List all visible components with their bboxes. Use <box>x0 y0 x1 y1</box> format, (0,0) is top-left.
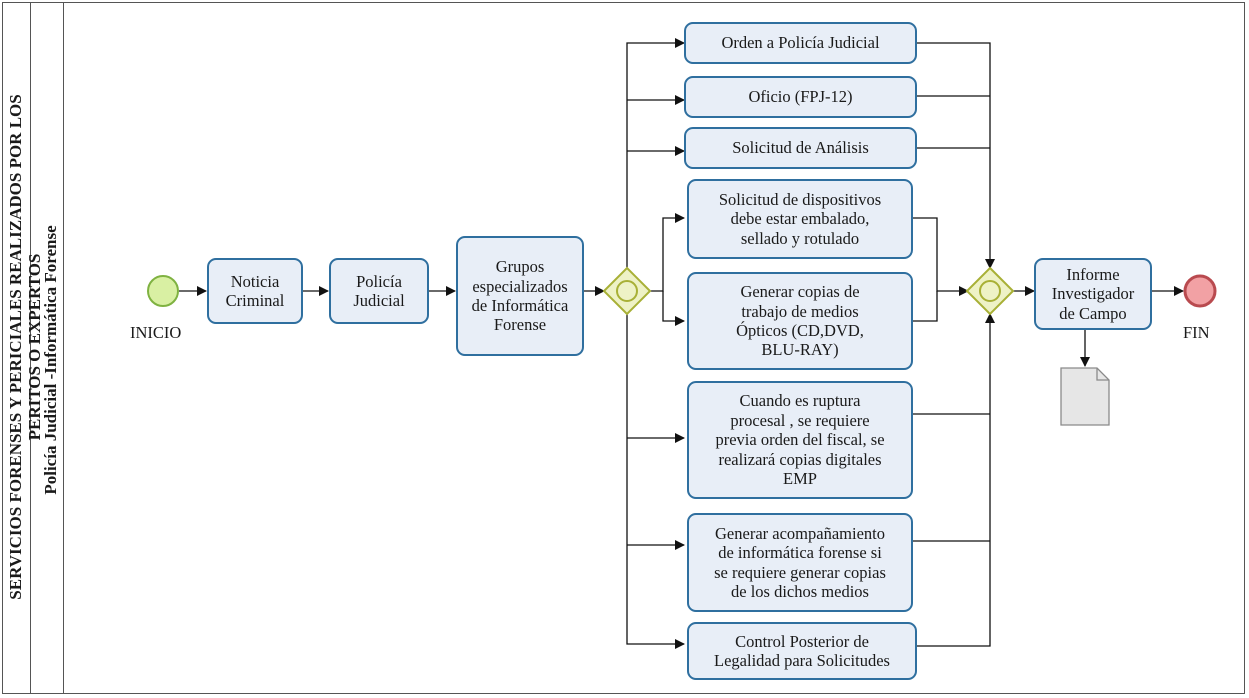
flow-merge-copias <box>913 291 938 322</box>
flow-merge-dispositivos <box>913 217 969 296</box>
flow-merge-orden <box>917 42 995 269</box>
lane-divider <box>63 2 64 694</box>
flow-split-dispositivos <box>650 213 685 292</box>
start-label: INICIO <box>130 323 182 342</box>
end-event <box>1183 274 1217 308</box>
task-solicitud-analisis: Solicitud de Análisis <box>684 127 917 169</box>
split-gateway <box>602 266 652 316</box>
pool-divider <box>30 2 31 694</box>
merge-gateway <box>965 266 1015 316</box>
document-icon <box>1060 367 1110 426</box>
flow-split-orden <box>626 38 685 269</box>
flow-split-control <box>626 313 685 649</box>
flow-merge-control <box>917 313 995 647</box>
start-event <box>147 275 179 307</box>
task-orden-policia-judicial: Orden a Policía Judicial <box>684 22 917 64</box>
task-oficio: Oficio (FPJ-12) <box>684 76 917 118</box>
end-label: FIN <box>1183 323 1210 342</box>
flow-split-copias <box>662 291 685 326</box>
